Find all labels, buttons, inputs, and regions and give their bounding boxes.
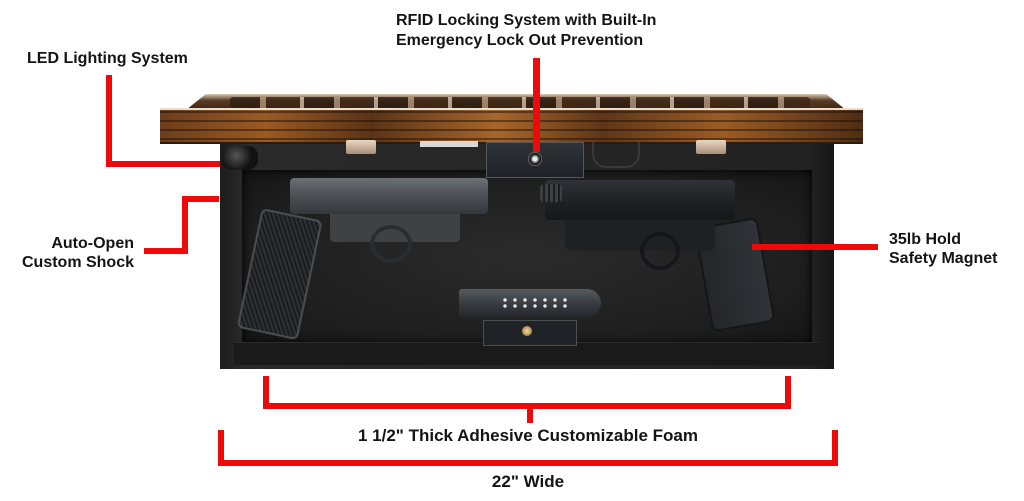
- width-callout-label: 22" Wide: [491, 472, 565, 491]
- width-bracket-left: [218, 430, 224, 466]
- lid-edge: [160, 108, 863, 110]
- shock-label-line2: Custom Shock: [21, 254, 134, 271]
- shock-callout-label: Auto-Open Custom Shock: [6, 234, 134, 272]
- rfid-label-line2: Emergency Lock Out Prevention: [396, 32, 644, 49]
- rfid-callout-line: [533, 58, 540, 152]
- magazine-witness-holes: [500, 297, 570, 309]
- foam-bracket-stem: [527, 403, 533, 423]
- hinge-right: [696, 140, 726, 154]
- led-light-icon: [222, 146, 258, 170]
- pistol-sig-muzzle: [540, 184, 562, 202]
- shock-label-line1: Auto-Open: [51, 235, 134, 252]
- rfid-callout-label: RFID Locking System with Built-In Emerge…: [396, 11, 656, 51]
- led-callout-label: LED Lighting System: [27, 50, 188, 67]
- wooden-lid: [160, 108, 863, 144]
- lid-bracket: [420, 141, 478, 147]
- foam-bracket-right: [785, 376, 791, 409]
- magnet-label-line2: Safety Magnet: [889, 250, 998, 267]
- pistol-1911-trigger-guard: [370, 225, 412, 263]
- pistol-sig-slide: [545, 180, 735, 220]
- magnet-callout-line: [752, 244, 878, 250]
- shock-callout-line-top: [182, 196, 219, 202]
- foam-bracket-left: [263, 376, 269, 409]
- magazine-holder-screw: [522, 326, 532, 336]
- rfid-label-line1: RFID Locking System with Built-In: [396, 12, 657, 29]
- width-bracket-bar: [218, 460, 838, 466]
- lid-carved-lettering: [230, 97, 810, 108]
- magnet-callout-label: 35lb Hold Safety Magnet: [889, 230, 997, 268]
- pistol-1911-slide: [290, 178, 488, 214]
- emergency-key-icon: [528, 152, 542, 166]
- hinge-left: [346, 140, 376, 154]
- width-bracket-right: [832, 430, 838, 466]
- magnet-label-line1: 35lb Hold: [889, 231, 962, 248]
- shock-callout-line-bottom: [144, 248, 188, 254]
- shock-callout-line-vertical: [182, 196, 188, 254]
- led-callout-line-horizontal: [106, 161, 220, 167]
- wiring-cable: [592, 142, 640, 168]
- foam-callout-label: 1 1/2" Thick Adhesive Customizable Foam: [358, 426, 698, 445]
- led-callout-line-vertical: [106, 75, 112, 167]
- pistol-sig-trigger-guard: [640, 232, 680, 270]
